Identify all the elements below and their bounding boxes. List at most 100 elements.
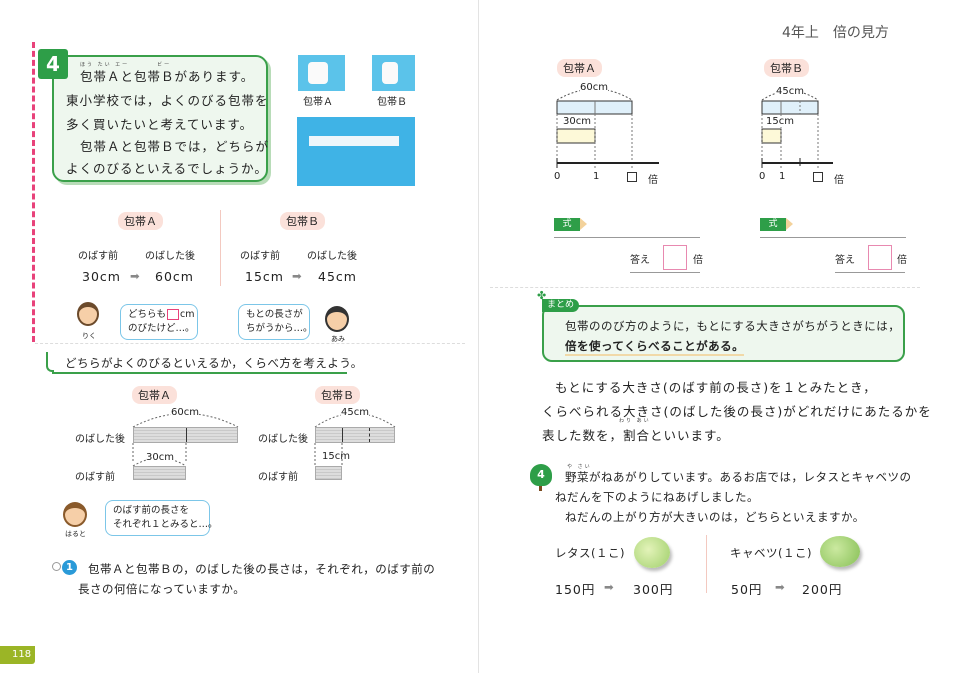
problem-text: 東小学校では，よくのびる包帯を [66, 93, 269, 108]
answer-label: 答え [835, 255, 855, 266]
photo-label: 包帯Ｂ [377, 97, 407, 108]
axis-one: 1 [593, 171, 600, 182]
ami-name: あみ [331, 335, 345, 343]
ami-speech-bubble: もとの長さがちがうから…。 [238, 304, 313, 340]
tree-badge: 4 [530, 464, 552, 486]
haruto-name: はると [65, 530, 86, 538]
riku-avatar [77, 302, 99, 326]
after-label: のばした後 [145, 251, 195, 262]
before-bar-a [133, 466, 186, 480]
bandage-a-photo [298, 55, 345, 91]
unit: cm [180, 309, 195, 320]
label-bandage-a: 包帯Ａ [132, 386, 177, 404]
problem-text: 包帯Ａと包帯Ｂがあります。 [80, 69, 255, 84]
sprout-icon [46, 352, 54, 372]
answer-label: 答え [630, 255, 650, 266]
answer-input[interactable] [663, 245, 687, 270]
page-number: 118 [0, 646, 35, 664]
label-bandage-a: 包帯Ａ [557, 59, 602, 77]
heading-underline [52, 372, 347, 374]
paragraph-line: くらべられる大きさ(のばした後の長さ)がどれだけにあたるかを [542, 404, 932, 419]
answer-box[interactable] [813, 172, 823, 182]
axis-one: 1 [779, 171, 786, 182]
b-before-length: 15cm [322, 451, 350, 462]
page-header: 4年上 倍の見方 [782, 25, 889, 41]
a-after-length: 60cm [171, 407, 199, 418]
bandage-b-photo [372, 55, 415, 91]
axis-zero: 0 [554, 171, 561, 182]
before-row-label: のばす前 [75, 472, 115, 483]
ami-avatar [325, 306, 349, 332]
after-bar-b [315, 427, 395, 443]
before-label: のばす前 [78, 251, 118, 262]
problem-box [52, 55, 268, 182]
answer-input[interactable] [868, 245, 892, 270]
dashed-divider [490, 287, 920, 288]
answer-box[interactable] [627, 172, 637, 182]
problem-text: ねだんの上がり方が大きいのは，どちらといえますか。 [565, 510, 865, 524]
magnifier-icon [52, 562, 61, 571]
formula-line[interactable] [554, 237, 700, 238]
b-after-length: 45cm [776, 86, 804, 97]
arrow-icon: ➡ [130, 269, 141, 283]
ruby: や さい [567, 464, 592, 470]
speech-text: それぞれ１とみると…。 [113, 519, 218, 530]
photo-label: 包帯Ａ [303, 97, 333, 108]
b-before-value: 15cm [245, 269, 284, 284]
after-label: のばした後 [307, 251, 357, 262]
formula-line[interactable] [760, 237, 906, 238]
speech-text: どちらも [128, 309, 167, 320]
a-before-length: 30cm [563, 116, 591, 127]
ruby: ほう たい エー ビー [80, 62, 172, 68]
pencil-tip-icon [786, 218, 793, 230]
problem-number-badge: 4 [38, 49, 68, 79]
speech-text: もとの長さが [246, 309, 303, 320]
summary-box [542, 305, 905, 362]
pencil-tip-icon [580, 218, 587, 230]
arrow-icon: ➡ [292, 269, 303, 283]
speech-text: のびたけど…。 [128, 323, 195, 334]
label-bandage-a: 包帯Ａ [118, 212, 163, 230]
riku-speech-bubble: どちらも cm のびたけど…。 [120, 304, 198, 340]
question-text: 長さの何倍になっていますか。 [78, 582, 246, 596]
section-heading: どちらがよくのびるといえるか，くらべ方を考えよう。 [65, 356, 363, 370]
cabbage-label: キャベツ(１こ) [730, 546, 812, 560]
axis-unit: 倍 [648, 175, 658, 186]
divider [220, 210, 221, 286]
speech-text: ちがうから…。 [246, 323, 313, 334]
b-before-length: 15cm [766, 116, 794, 127]
pink-margin-line [32, 42, 35, 342]
answer-line [630, 272, 700, 273]
answer-unit: 倍 [897, 255, 907, 266]
before-label: のばす前 [240, 251, 280, 262]
b-after-value: 45cm [318, 269, 357, 284]
stretching-photo [297, 117, 415, 186]
summary-emphasis: 倍を使ってくらべることがある。 [565, 338, 745, 356]
dashed-divider [35, 343, 465, 344]
summary-text: 包帯ののび方のように，もとにする大きさがちがうときには， [565, 319, 901, 333]
formula-badge: 式 [760, 218, 786, 231]
a-before-length: 30cm [146, 452, 174, 463]
problem-text: ねだんを下のようにねあげしました。 [555, 490, 759, 504]
formula-badge: 式 [554, 218, 580, 231]
lettuce-label: レタス(１こ) [555, 546, 625, 560]
haruto-speech-bubble: のばす前の長さをそれぞれ１とみると…。 [105, 500, 218, 536]
label-bandage-b: 包帯Ｂ [764, 59, 809, 77]
paragraph-line: もとにする大きさ(のばす前の長さ)を１とみたとき， [555, 380, 877, 395]
b-after-length: 45cm [341, 407, 369, 418]
riku-name: りく [82, 332, 96, 340]
arrow-icon: ➡ [775, 580, 786, 594]
page-number-text: 118 [12, 649, 32, 660]
label-bandage-b: 包帯Ｂ [315, 386, 360, 404]
haruto-avatar [63, 502, 87, 527]
lettuce-new-price: 300円 [633, 582, 674, 597]
before-row-label: のばす前 [258, 472, 298, 483]
label-bandage-b: 包帯Ｂ [280, 212, 325, 230]
a-after-value: 60cm [155, 269, 194, 284]
after-row-label: のばした後 [75, 434, 125, 445]
a-after-length: 60cm [580, 82, 608, 93]
page-divider [478, 0, 479, 673]
answer-unit: 倍 [693, 255, 703, 266]
cabbage-new-price: 200円 [802, 582, 843, 597]
answer-line [835, 272, 905, 273]
